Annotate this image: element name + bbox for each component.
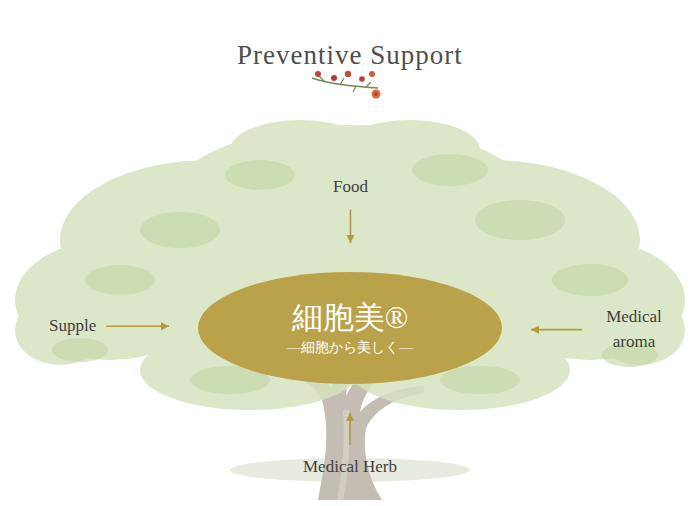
source-text: Supple xyxy=(49,314,96,339)
brand-tagline: —細胞から美しく— xyxy=(287,339,413,357)
arrow-connector xyxy=(531,329,582,331)
source-label: Medical Herb xyxy=(303,455,397,480)
ellipse-shape xyxy=(198,272,502,384)
diagram-title: Preventive Support xyxy=(237,40,463,71)
arrow-connector xyxy=(350,210,352,243)
source-text: Medical aroma xyxy=(592,305,676,354)
arrow-connector xyxy=(349,413,351,445)
source-label: Supple xyxy=(49,314,96,339)
brand-name: 細胞美® xyxy=(292,299,409,336)
center-ellipse: 細胞美® —細胞から美しく— xyxy=(197,271,503,385)
source-text: Medical Herb xyxy=(303,455,397,480)
source-text: Food xyxy=(333,175,368,200)
ellipse-content: 細胞美® —細胞から美しく— xyxy=(197,271,503,385)
arrow-connector xyxy=(106,326,169,328)
source-label: Medical aroma xyxy=(592,305,676,354)
source-label: Food xyxy=(333,175,368,200)
